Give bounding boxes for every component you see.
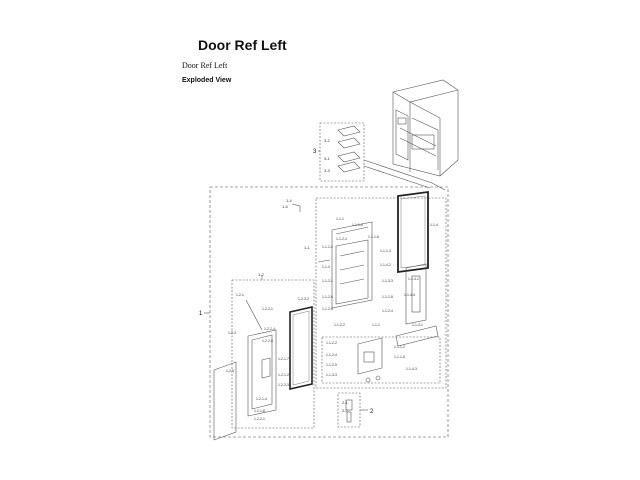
- door-outer-panel: [213, 361, 237, 441]
- callout-sub-3-1: 3-1: [324, 156, 331, 161]
- diagram-subtitle: Door Ref Left: [182, 61, 228, 70]
- callout-assembly-3: 3: [313, 149, 317, 155]
- svg-text:1-1-1-8: 1-1-1-8: [382, 295, 393, 299]
- svg-text:1-2-1-2: 1-2-1-2: [278, 373, 289, 377]
- svg-text:1-1-2-1: 1-1-2-1: [322, 279, 333, 283]
- svg-text:1-1-2-2: 1-1-2-2: [334, 323, 345, 327]
- callout-sub-1-5: 1-5: [282, 204, 289, 209]
- hinge-part: [345, 399, 353, 423]
- svg-text:1-1-4-4: 1-1-4-4: [404, 293, 415, 297]
- svg-text:1-1-1-5: 1-1-1-5: [352, 223, 363, 227]
- svg-text:1-1-2-4: 1-1-2-4: [336, 237, 347, 241]
- callout-sub-3-2: 3-2: [324, 138, 331, 143]
- door-frame-subassembly-box: [231, 279, 315, 429]
- svg-text:1-2-1-4: 1-2-1-4: [256, 397, 267, 401]
- door-side-bracket: [405, 263, 427, 325]
- door-gasket-right: [397, 190, 429, 274]
- left-door-assembly-box: [209, 186, 449, 438]
- svg-text:1-2-1-7: 1-2-1-7: [278, 357, 289, 361]
- svg-text:1-1-1-2: 1-1-1-2: [322, 245, 333, 249]
- svg-text:1-1-2-5: 1-1-2-5: [326, 363, 337, 367]
- svg-text:1-1-2-8: 1-1-2-8: [322, 307, 333, 311]
- svg-text:1-1-1: 1-1-1: [336, 217, 344, 221]
- svg-text:1-1-2-4: 1-1-2-4: [326, 353, 337, 357]
- dispenser-subassembly-box: [321, 336, 441, 384]
- callout-sub-3-3: 3-3: [324, 168, 331, 173]
- part-number-labels: 1-1-1 1-1-1-5 1-1-2-4 1-1-1-6 1-1-1-2 1-1-1…: [226, 217, 438, 421]
- door-liner: [247, 329, 277, 417]
- svg-text:1-2-2-3: 1-2-2-3: [278, 383, 289, 387]
- svg-text:1-1-4-1: 1-1-4-1: [408, 277, 419, 281]
- callout-assembly-1: 1: [199, 311, 203, 317]
- svg-text:1-2-3: 1-2-3: [228, 331, 236, 335]
- svg-text:1-1-2-6: 1-1-2-6: [322, 295, 333, 299]
- svg-text:1-1-4-3: 1-1-4-3: [406, 367, 417, 371]
- svg-text:1-1-1-2: 1-1-1-2: [394, 345, 405, 349]
- svg-text:1-1-2-4: 1-1-2-4: [382, 309, 393, 313]
- door-shelf-parts: [337, 125, 361, 173]
- view-label: Exploded View: [182, 77, 232, 84]
- svg-text:1-2-1: 1-2-1: [236, 293, 244, 297]
- callout-assembly-2: 2: [370, 409, 374, 415]
- svg-text:1-2-2-1: 1-2-2-1: [254, 417, 265, 421]
- svg-text:1-1-1: 1-1-1: [372, 323, 380, 327]
- svg-text:1-2-2-4: 1-2-2-4: [264, 327, 275, 331]
- callout-sub-2-1: 2-1: [342, 400, 349, 405]
- svg-text:1-1-3-1: 1-1-3-1: [412, 323, 423, 327]
- svg-text:1-1-3-3: 1-1-3-3: [326, 373, 337, 377]
- svg-text:1-1-4-2: 1-1-4-2: [380, 263, 391, 267]
- svg-text:1-2-1-8: 1-2-1-8: [254, 409, 265, 413]
- callout-sub-1-1: 1-1: [304, 245, 311, 250]
- svg-text:1-2-3-2: 1-2-3-2: [298, 297, 309, 301]
- door-gasket-left: [289, 305, 313, 391]
- refrigerator-illustration: [392, 79, 459, 177]
- page-title: Door Ref Left: [198, 37, 287, 53]
- svg-text:1-1-1-6: 1-1-1-6: [368, 235, 379, 239]
- door-inner-panel: [331, 221, 373, 309]
- callout-sub-1-4: 1-4: [286, 198, 293, 203]
- svg-text:1-2-2-1: 1-2-2-1: [262, 307, 273, 311]
- shelf-group-box: [319, 122, 365, 182]
- svg-text:1-2-3: 1-2-3: [226, 369, 234, 373]
- svg-text:1-2-2-5: 1-2-2-5: [262, 339, 273, 343]
- callout-sub-2-2: 2-2: [342, 408, 349, 413]
- svg-text:1-1-4: 1-1-4: [430, 223, 438, 227]
- svg-text:1-1-2-2: 1-1-2-2: [326, 341, 337, 345]
- svg-text:1-1-1-5: 1-1-1-5: [394, 355, 405, 359]
- svg-text:1-1-3-3: 1-1-3-3: [382, 279, 393, 283]
- svg-text:1-1-1-3: 1-1-1-3: [380, 249, 391, 253]
- callout-sub-1-2: 1-2: [258, 272, 265, 277]
- dispenser-unit: [357, 337, 383, 383]
- door-handle-bar: [395, 325, 439, 347]
- svg-text:1-1-3: 1-1-3: [322, 265, 330, 269]
- door-ref-subassembly-box: [315, 197, 447, 389]
